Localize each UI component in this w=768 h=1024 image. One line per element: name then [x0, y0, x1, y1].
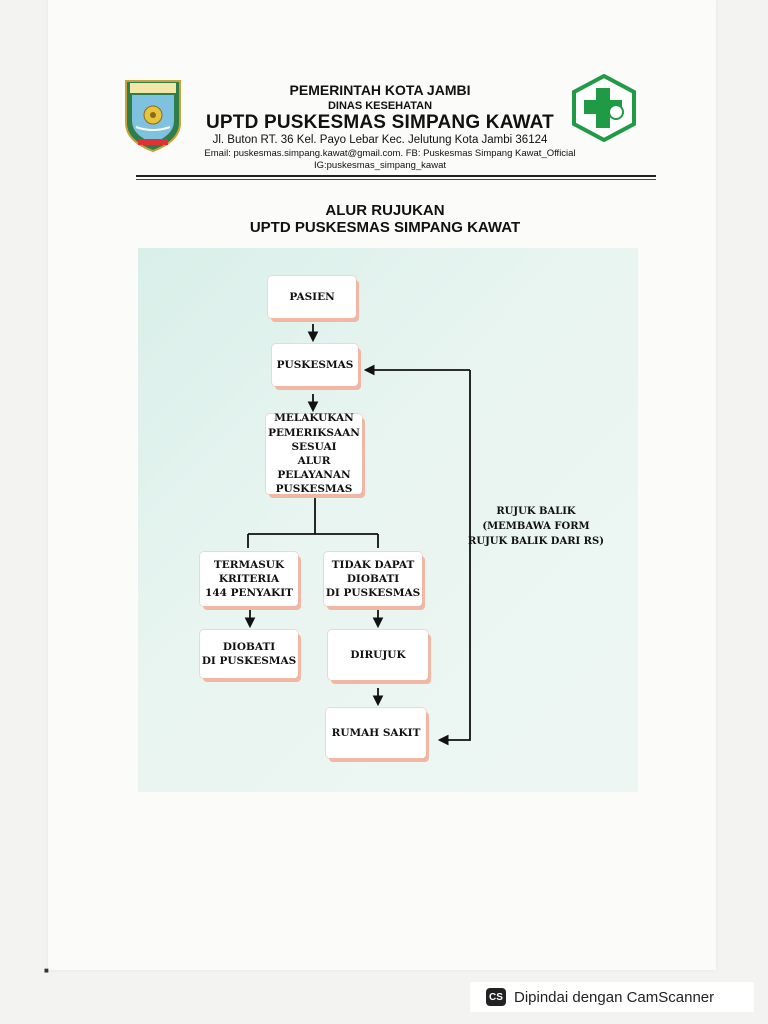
branch-connector [247, 496, 379, 548]
institution-heading: UPTD PUSKESMAS SIMPANG KAWAT [206, 112, 554, 133]
node-termasuk-kriteria: TERMASUK KRITERIA 144 PENYAKIT [200, 552, 298, 606]
flowchart-connectors [244, 324, 471, 746]
camscanner-text: Dipindai dengan CamScanner [514, 988, 715, 1006]
letterhead-rule-thick [136, 175, 656, 177]
node-pasien: PASIEN [268, 276, 356, 318]
camscanner-watermark: CS Dipindai dengan CamScanner [470, 982, 754, 1012]
node-rumah-sakit: RUMAH SAKIT [326, 708, 426, 758]
flowchart-panel: PASIEN PUSKESMAS MELAKUKAN PEMERIKSAAN S… [138, 248, 638, 792]
puskesmas-health-cross-logo [572, 73, 636, 143]
department-heading: DINAS KESEHATAN [327, 100, 433, 112]
letterhead-rule-thin [136, 179, 656, 180]
scan-corner-mark: ■ [44, 966, 49, 975]
kota-jambi-emblem-logo [125, 80, 181, 153]
camscanner-icon: CS [486, 988, 506, 1006]
document-title: ALUR RUJUKAN [325, 202, 445, 219]
node-tidak-dapat-diobati: TIDAK DAPAT DIOBATI DI PUSKESMAS [324, 552, 422, 606]
document-subtitle: UPTD PUSKESMAS SIMPANG KAWAT [249, 219, 521, 236]
rujuk-balik-return-arrow [437, 370, 471, 746]
rujuk-balik-label: RUJUK BALIK (MEMBAWA FORM RUJUK BALIK DA… [468, 506, 604, 547]
node-dirujuk: DIRUJUK [328, 630, 428, 680]
address-line: Jl. Buton RT. 36 Kel. Payo Lebar Kec. Je… [212, 134, 548, 146]
node-puskesmas: PUSKESMAS [272, 344, 358, 386]
instagram-line: IG:puskesmas_simpang_kawat [313, 160, 446, 171]
node-diobati: DIOBATI DI PUSKESMAS [200, 630, 298, 678]
government-heading: PEMERINTAH KOTA JAMBI [289, 82, 471, 98]
contact-line: Email: puskesmas.simpang.kawat@gmail.com… [204, 148, 576, 159]
node-pemeriksaan: MELAKUKAN PEMERIKSAAN SESUAI ALUR PELAYA… [266, 412, 362, 495]
